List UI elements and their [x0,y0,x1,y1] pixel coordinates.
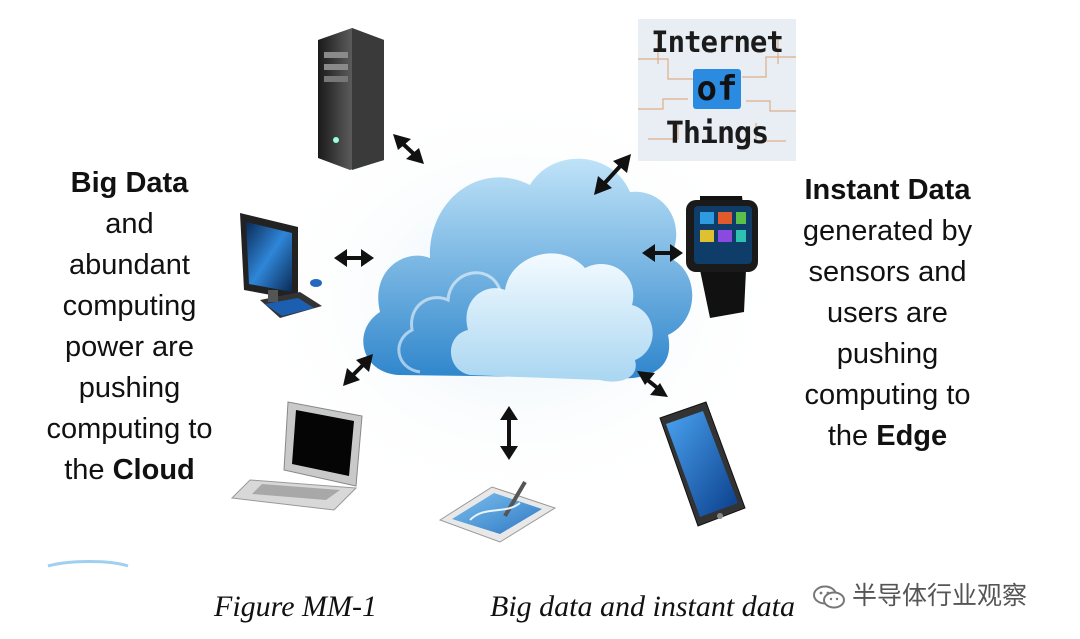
wechat-icon [813,585,845,609]
watermark: 半导体行业观察 [812,578,1062,614]
right-line-7-prefix: the [827,420,877,452]
arrow-server-cloud [393,134,424,164]
left-line-5: power are [65,331,194,363]
left-line-7: computing to [46,413,213,445]
iot-logo: Internet of Things [638,19,796,161]
iot-word-internet: Internet [651,25,784,59]
figure-title: Big data and instant data [490,590,796,623]
left-line-8-prefix: the [64,454,113,486]
left-line-6: pushing [78,372,181,404]
right-line-5: pushing [836,338,939,370]
iot-word-of-text: of [692,69,742,109]
arrow-watch-cloud [642,244,683,262]
partial-graphic [47,560,129,568]
right-line-3: sensors and [808,256,967,288]
left-line-3: abundant [69,249,190,281]
smartphone-icon [659,401,746,527]
right-line-7-bold: Edge [876,420,948,452]
arrow-phone-cloud [637,371,668,397]
circuit-pattern [638,39,796,142]
desktop-computer-icon [240,213,322,318]
right-line-7: the Edge [770,416,1005,457]
left-line-4: computing [62,290,197,322]
arrow-iot-cloud [594,154,631,195]
right-line-6: computing to [804,379,971,411]
right-line-2: generated by [802,215,973,247]
left-line-8: the Cloud [22,450,237,491]
right-line-4: users are [827,297,948,329]
figure-label: Figure MM-1 [214,590,378,623]
right-line-1: Instant Data [770,170,1005,211]
iot-word-of: of [638,69,796,109]
instant-data-statement: Instant Data generated by sensors and us… [770,170,1005,457]
iot-word-things: Things [665,116,769,151]
arrow-tablet-cloud [500,406,518,460]
watermark-text: 半导体行业观察 [852,581,1028,610]
arrow-laptop-cloud [343,354,373,386]
left-line-1-text: Big Data [70,167,189,199]
left-line-8-bold: Cloud [112,454,195,486]
smartwatch-icon [686,196,758,318]
right-line-1-text: Instant Data [804,174,971,206]
cloud-icon [363,158,693,382]
big-data-statement: Big Data and abundant computing power ar… [22,163,237,491]
tablet-with-stylus-icon [438,480,557,543]
left-line-2: and [105,208,154,240]
laptop-icon [230,401,363,511]
left-line-1: Big Data [22,163,237,204]
arrow-desktop-cloud [334,249,374,267]
server-tower-icon [318,28,384,170]
